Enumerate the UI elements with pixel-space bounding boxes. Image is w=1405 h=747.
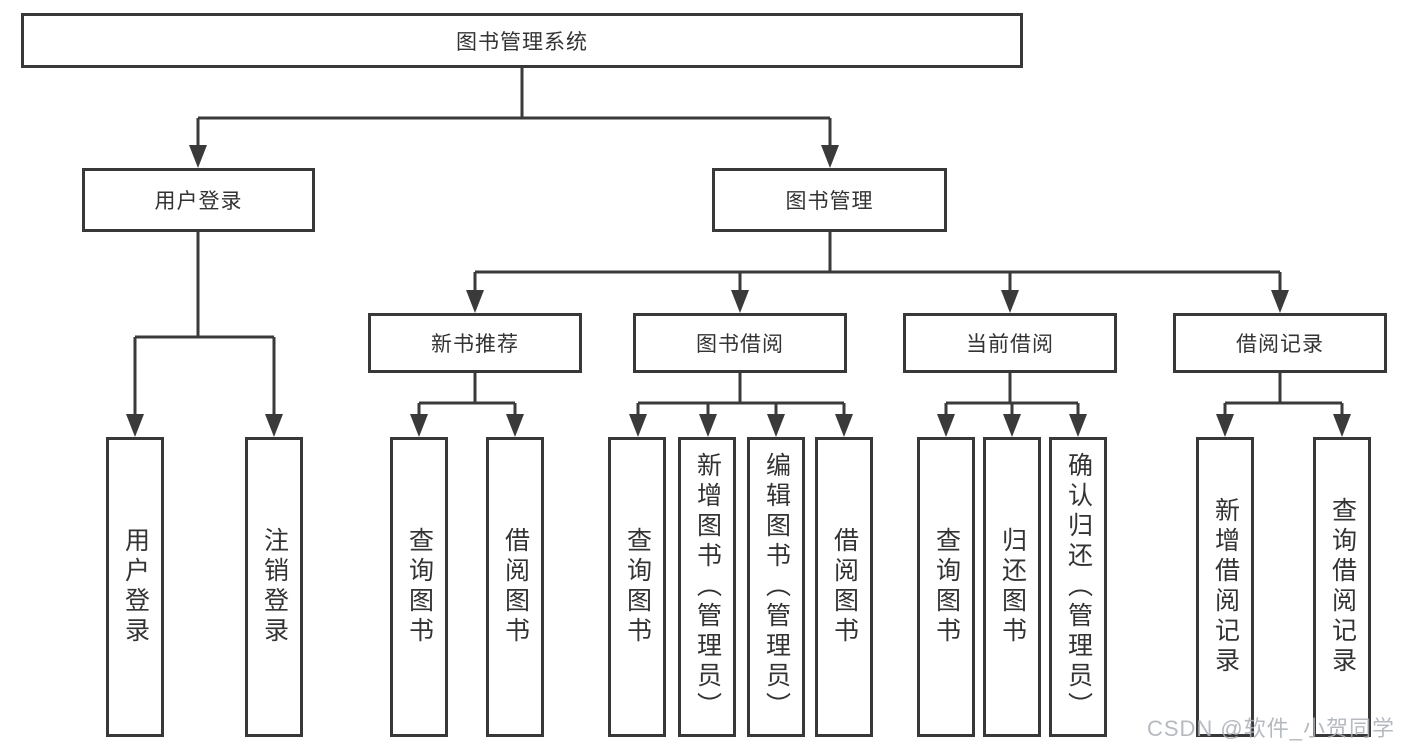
- leaf-logout: 注销登录: [245, 437, 303, 737]
- leaf-confirm-return-admin: 确认归还（管理员）: [1049, 437, 1107, 737]
- csdn-watermark: CSDN @软件_小贺同学: [1146, 716, 1395, 741]
- node-borrowing-records: 借阅记录: [1173, 313, 1387, 373]
- leaf-query-books-recommend: 查询图书: [390, 437, 448, 737]
- node-library-management-system: 图书管理系统: [21, 13, 1023, 68]
- leaf-borrow-books-recommend: 借阅图书: [486, 437, 544, 737]
- leaf-add-borrow-record: 新增借阅记录: [1196, 437, 1254, 737]
- leaf-add-books-admin: 新增图书（管理员）: [678, 437, 736, 737]
- node-book-management: 图书管理: [712, 168, 947, 232]
- leaf-user-login: 用户登录: [106, 437, 164, 737]
- leaf-query-books-current: 查询图书: [917, 437, 975, 737]
- leaf-borrow-books: 借阅图书: [815, 437, 873, 737]
- node-current-borrowing: 当前借阅: [903, 313, 1117, 373]
- leaf-edit-books-admin: 编辑图书（管理员）: [747, 437, 805, 737]
- node-new-book-recommendation: 新书推荐: [368, 313, 582, 373]
- node-user-login: 用户登录: [82, 168, 315, 232]
- leaf-query-books-borrowing: 查询图书: [608, 437, 666, 737]
- node-book-borrowing: 图书借阅: [633, 313, 847, 373]
- leaf-return-books: 归还图书: [983, 437, 1041, 737]
- leaf-query-borrow-record: 查询借阅记录: [1313, 437, 1371, 737]
